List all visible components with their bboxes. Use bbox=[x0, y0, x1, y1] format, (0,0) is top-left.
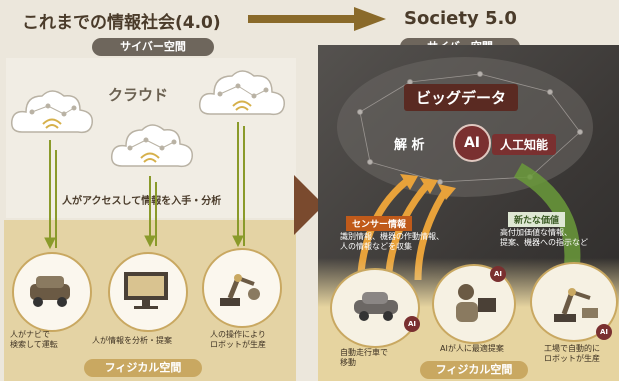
robot-arm-icon bbox=[220, 274, 260, 306]
value-label: 新たな価値 bbox=[508, 212, 566, 227]
bigdata-label: ビッグデータ bbox=[404, 84, 519, 111]
ai-small-badge: AI bbox=[490, 266, 506, 282]
cloud-label: クラウド bbox=[108, 86, 169, 104]
arrow-down-icon bbox=[44, 122, 245, 250]
monitor-icon bbox=[124, 272, 168, 309]
left-physical-label: フィジカル空間 bbox=[84, 359, 202, 377]
car-icon bbox=[30, 276, 70, 307]
robot-arm-icon bbox=[554, 288, 598, 322]
ai-text: 人工知能 bbox=[492, 134, 557, 155]
arrow-right-icon bbox=[248, 7, 386, 31]
ai-small-badge: AI bbox=[596, 324, 612, 340]
left-cyber-label: サイバー空間 bbox=[92, 38, 214, 56]
car-icon bbox=[354, 292, 398, 321]
cloud-icon bbox=[10, 90, 93, 134]
right-physical-label: フィジカル空間 bbox=[420, 361, 528, 379]
left-title: これまでの情報社会(4.0) bbox=[22, 13, 221, 33]
right-caption-1: 自動走行車で移動 bbox=[340, 348, 388, 367]
ai-small-badge: AI bbox=[404, 316, 420, 332]
autonomous-car-illustration bbox=[330, 268, 420, 348]
sensor-desc: 識別情報、機器の作動情報、人の情報などを収集 bbox=[340, 232, 444, 251]
cloud-icon bbox=[110, 124, 193, 168]
robot-operation-illustration bbox=[202, 248, 282, 328]
left-caption-3: 人の操作によりロボットが生産 bbox=[210, 330, 266, 349]
left-caption-1: 人がナビで検索して運転 bbox=[10, 330, 58, 349]
value-desc: 高付加価値な情報、提案、機器への指示など bbox=[500, 228, 588, 247]
chevron-right-icon bbox=[294, 175, 324, 235]
right-caption-2: AIが人に最適提案 bbox=[440, 344, 504, 353]
right-title: Society 5.0 bbox=[404, 8, 517, 29]
person-tablet-icon bbox=[456, 284, 496, 322]
sensor-label: センサー情報 bbox=[346, 216, 413, 231]
right-caption-3: 工場で自動的にロボットが生産 bbox=[544, 344, 600, 363]
ai-badge: AI bbox=[453, 124, 491, 162]
analysis-label: 解 析 bbox=[394, 138, 425, 153]
access-text: 人がアクセスして情報を入手・分析 bbox=[62, 196, 222, 207]
cloud-icon bbox=[198, 70, 285, 116]
left-caption-2: 人が情報を分析・提案 bbox=[92, 336, 172, 345]
